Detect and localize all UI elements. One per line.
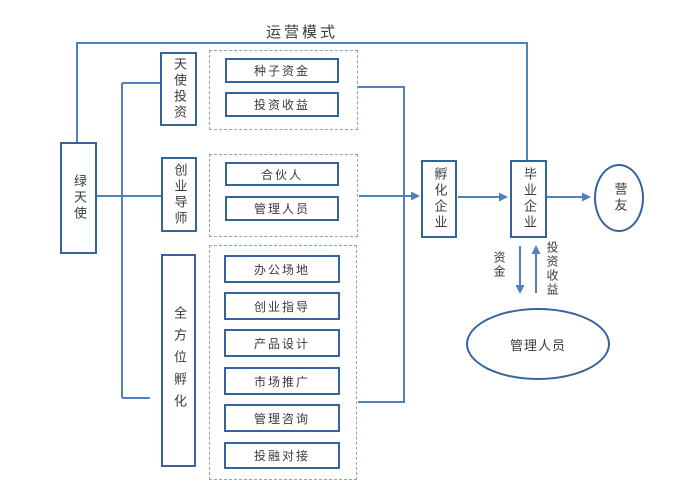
group-mentor [209, 154, 358, 237]
node-incubating-enterprise: 孵化企业 [421, 160, 457, 238]
item-managers: 管理人员 [225, 196, 339, 221]
item-product-design: 产品设计 [224, 329, 340, 357]
diagram-title: 运营模式 [266, 23, 339, 41]
node-full-incubation: 全方位孵化 [161, 254, 196, 467]
node-green-angel: 绿天使 [60, 142, 97, 254]
item-management-consulting: 管理咨询 [224, 404, 340, 432]
node-managers-ellipse: 管理人员 [466, 308, 610, 380]
item-investment-return: 投资收益 [225, 92, 339, 117]
label-investment-returns: 投资收益 [545, 241, 559, 297]
group-incubation-services [209, 245, 357, 480]
label-funds: 资金 [492, 251, 506, 279]
item-partner: 合伙人 [225, 162, 339, 186]
node-alumni: 营友 [594, 164, 644, 232]
node-graduated-enterprise: 毕业企业 [510, 160, 547, 238]
node-startup-mentor: 创业导师 [161, 157, 197, 232]
group-angel-investment [209, 50, 358, 130]
node-angel-investment: 天使投资 [160, 52, 197, 126]
item-marketing: 市场推广 [224, 367, 340, 395]
item-startup-guidance: 创业指导 [224, 292, 340, 320]
item-office-space: 办公场地 [224, 255, 340, 283]
item-seed-fund: 种子资金 [225, 58, 339, 83]
item-financing-matching: 投融对接 [224, 442, 340, 469]
